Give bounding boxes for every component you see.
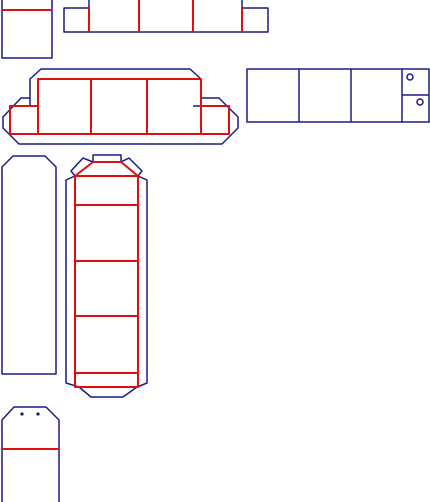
piece-b-outline <box>63 0 269 33</box>
piece-g-dot-2 <box>36 412 40 416</box>
piece-g-dot-1 <box>20 412 24 416</box>
piece-a-outline <box>1 0 53 59</box>
piece-c-right-panel <box>200 105 230 135</box>
piece-f-fold-outline <box>74 161 139 388</box>
piece-c-left-panel <box>9 105 39 135</box>
piece-g-outline <box>1 406 60 502</box>
piece-e-outline <box>1 155 57 375</box>
piece-c-left-arm <box>29 98 38 107</box>
fold-lines <box>2 0 243 450</box>
piece-c-right-arm <box>193 98 202 107</box>
piece-d-hole-1 <box>406 73 414 81</box>
piece-f-outline <box>65 154 148 398</box>
piece-c-panel-1 <box>37 78 202 135</box>
piece-d-hole-2 <box>416 98 424 106</box>
